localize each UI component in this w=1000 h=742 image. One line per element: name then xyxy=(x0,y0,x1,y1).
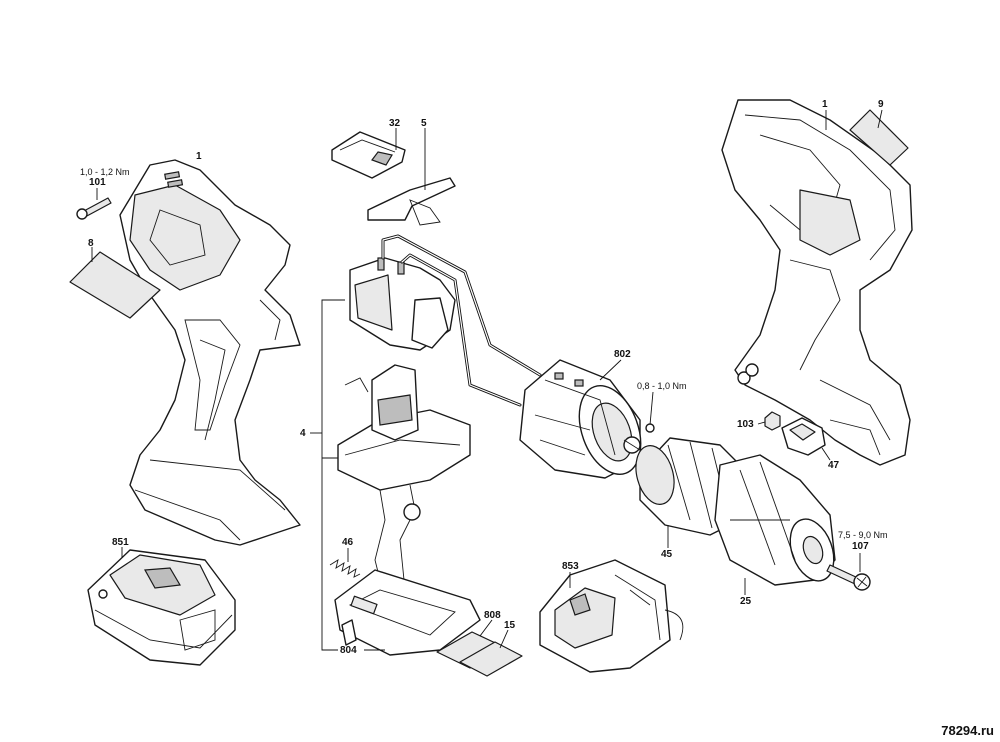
label-battery-851: 851 xyxy=(112,537,129,548)
label-screw-107: 107 xyxy=(852,541,869,552)
battery-851 xyxy=(87,549,236,666)
gearbox-45 xyxy=(635,437,746,536)
housing-left xyxy=(119,159,301,546)
label-9: 9 xyxy=(878,99,884,110)
leader-802 xyxy=(599,359,622,381)
label-switch-47: 47 xyxy=(828,460,840,471)
motor-802 xyxy=(519,359,642,479)
label-808-15 xyxy=(436,631,523,677)
electronics-carrier xyxy=(337,364,471,601)
leader-15 xyxy=(499,629,509,649)
label-spring-46: 46 xyxy=(342,537,354,548)
leader-9 xyxy=(877,109,883,129)
nameplate-8 xyxy=(69,251,161,319)
label-motor-802: 802 xyxy=(614,349,631,360)
label-chuck-25: 25 xyxy=(740,596,752,607)
label-base-804: 804 xyxy=(340,645,357,656)
screw-107 xyxy=(826,564,871,591)
leader-103 xyxy=(757,421,766,425)
bracket-4 xyxy=(321,299,345,651)
label-electronics-4: 4 xyxy=(300,428,306,439)
label-808: 808 xyxy=(484,610,501,621)
housing-right xyxy=(721,99,913,466)
label-15: 15 xyxy=(504,620,516,631)
screw-101 xyxy=(76,197,112,220)
slider-5 xyxy=(367,177,456,226)
switch-cover-32 xyxy=(331,131,406,179)
nut-103 xyxy=(764,411,781,431)
label-housing-right: 1 xyxy=(822,99,828,110)
leader-motor-torque xyxy=(649,391,654,426)
switch-47 xyxy=(781,417,826,456)
label-screw-101: 101 xyxy=(89,177,106,188)
label-gearbox-45: 45 xyxy=(661,549,673,560)
label-charger-853: 853 xyxy=(562,561,579,572)
label-slider-5: 5 xyxy=(421,118,427,129)
label-nameplate-8: 8 xyxy=(88,238,94,249)
motor-screw xyxy=(645,423,655,433)
chuck-25 xyxy=(714,454,836,586)
label-torque-101: 1,0 - 1,2 Nm xyxy=(80,167,130,177)
charger-853 xyxy=(539,559,684,673)
label-9 xyxy=(849,109,909,166)
spring-46 xyxy=(329,559,361,578)
leader-47 xyxy=(821,447,831,461)
watermark: 78294.ru xyxy=(941,723,994,738)
label-torque-motor: 0,8 - 1,0 Nm xyxy=(637,381,687,391)
label-switch-cover-32: 32 xyxy=(389,118,401,129)
base-plate-804 xyxy=(334,569,481,656)
wires xyxy=(381,234,542,407)
label-nut-103: 103 xyxy=(737,419,754,430)
label-housing-left: 1 xyxy=(196,151,202,162)
leader-808 xyxy=(479,619,493,637)
label-torque-107: 7,5 - 9,0 Nm xyxy=(838,530,888,540)
